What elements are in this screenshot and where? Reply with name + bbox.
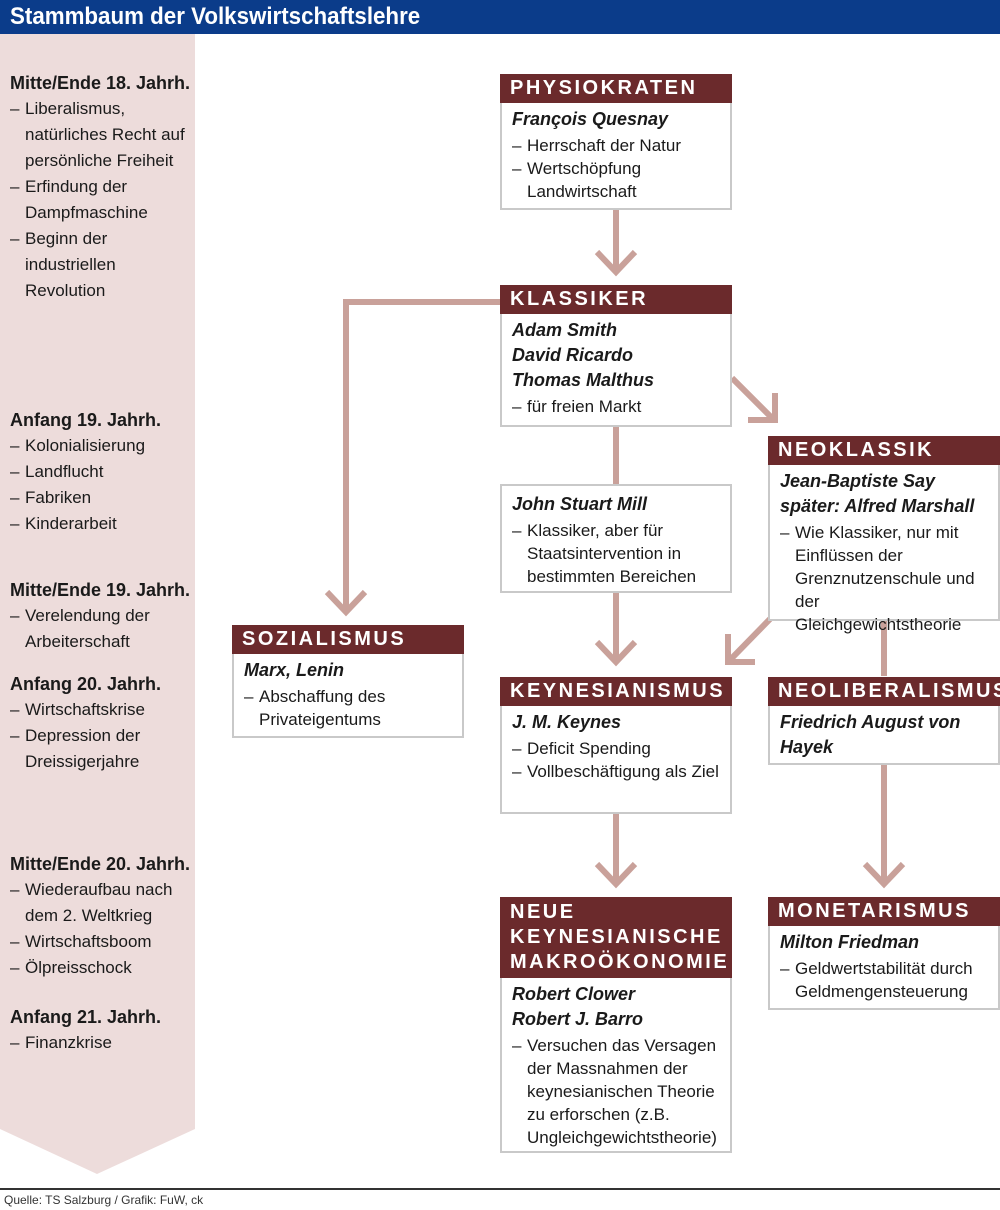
school-header: KEYNESIANISMUS bbox=[500, 677, 732, 706]
arrowhead bbox=[862, 861, 906, 889]
school-point: Geldwertstabilität durch Geldmengensteue… bbox=[780, 957, 988, 1003]
school-box-keynesianismus: KEYNESIANISMUS J. M. Keynes Deficit Spen… bbox=[500, 677, 732, 814]
school-box-mill: John Stuart Mill Klassiker, aber für Sta… bbox=[500, 484, 732, 593]
person-name: Adam Smith bbox=[512, 320, 618, 340]
school-header: MONETARISMUS bbox=[768, 897, 1000, 926]
school-point: Deficit Spending bbox=[512, 737, 720, 760]
school-point: Versuchen das Versagen der Massnahmen de… bbox=[512, 1034, 720, 1149]
school-header: NEOKLASSIK bbox=[768, 436, 1000, 465]
arrowhead bbox=[725, 634, 755, 665]
era-title: Anfang 21. Jahrh. bbox=[10, 1007, 162, 1027]
school-header: NEUE KEYNESIANISCHE MAKROÖKONOMIE bbox=[500, 897, 732, 978]
era-item: Fabriken bbox=[10, 485, 195, 511]
school-header: NEOLIBERALISMUS bbox=[768, 677, 1000, 706]
school-box-physiokraten: PHYSIOKRATEN François Quesnay Herrschaft… bbox=[500, 74, 732, 210]
era-item: Wiederaufbau nach dem 2. Weltkrieg bbox=[10, 877, 195, 929]
arrowhead bbox=[324, 589, 368, 617]
person-name: J. M. Keynes bbox=[512, 712, 622, 732]
arrow-klassiker-neoklassik bbox=[729, 375, 775, 421]
era-early-19th: Anfang 19. Jahrh. Kolonialisierung Landf… bbox=[10, 407, 195, 537]
source-credit: Quelle: TS Salzburg / Grafik: FuW, ck bbox=[4, 1193, 204, 1207]
era-item: Wirtschaftsboom bbox=[10, 929, 195, 955]
era-item: Kolonialisierung bbox=[10, 433, 195, 459]
person-name: Friedrich August von Hayek bbox=[780, 712, 961, 757]
era-item: Beginn der industriellen Revolution bbox=[10, 226, 195, 304]
era-title: Anfang 20. Jahrh. bbox=[10, 674, 162, 694]
era-item: Finanzkrise bbox=[10, 1030, 195, 1056]
arrowhead bbox=[748, 393, 778, 423]
school-header: SOZIALISMUS bbox=[232, 625, 464, 654]
era-item: Kinderarbeit bbox=[10, 511, 195, 537]
arrowhead bbox=[594, 861, 638, 889]
era-item: Erfindung der Dampfmaschine bbox=[10, 174, 195, 226]
school-point: Wertschöpfung Landwirtschaft bbox=[512, 157, 720, 203]
era-item: Ölpreisschock bbox=[10, 955, 195, 981]
era-item: Liberalismus, natürliches Recht auf pers… bbox=[10, 96, 195, 174]
era-title: Mitte/Ende 19. Jahrh. bbox=[10, 580, 191, 600]
footer-divider bbox=[0, 1188, 1000, 1190]
page-title: Stammbaum der Volkswirtschaftslehre bbox=[10, 3, 421, 30]
school-header-line: KEYNESIANISCHE bbox=[510, 926, 723, 948]
era-title: Anfang 19. Jahrh. bbox=[10, 410, 162, 430]
person-name: Jean-Baptiste Say bbox=[780, 471, 936, 491]
person-name: Thomas Malthus bbox=[512, 370, 655, 390]
era-title: Mitte/Ende 18. Jahrh. bbox=[10, 73, 191, 93]
era-item: Verelendung der Arbeiterschaft bbox=[10, 603, 195, 655]
person-name: David Ricardo bbox=[512, 345, 634, 365]
school-box-klassiker: KLASSIKER Adam Smith David Ricardo Thoma… bbox=[500, 285, 732, 427]
era-mid-late-19th: Mitte/Ende 19. Jahrh. Verelendung der Ar… bbox=[10, 577, 195, 655]
arrowhead bbox=[594, 249, 638, 277]
school-point: für freien Markt bbox=[512, 395, 720, 418]
school-box-neue-keynesianische-makrooekonomie: NEUE KEYNESIANISCHE MAKROÖKONOMIE Robert… bbox=[500, 897, 732, 1153]
school-box-neoklassik: NEOKLASSIK Jean-Baptiste Say später: Alf… bbox=[768, 436, 1000, 634]
person-name: Milton Friedman bbox=[780, 932, 919, 952]
school-header-line: MAKROÖKONOMIE bbox=[510, 951, 730, 973]
school-point: Wie Klassiker, nur mit Einflüssen der Gr… bbox=[780, 521, 988, 636]
person-name: John Stuart Mill bbox=[512, 494, 647, 514]
school-box-sozialismus: SOZIALISMUS Marx, Lenin Abschaffung des … bbox=[232, 625, 464, 738]
person-name: Robert J. Barro bbox=[512, 1009, 644, 1029]
arrow-klassiker-sozialismus bbox=[343, 299, 502, 610]
school-header: PHYSIOKRATEN bbox=[500, 74, 732, 103]
era-title: Mitte/Ende 20. Jahrh. bbox=[10, 854, 191, 874]
era-early-21st: Anfang 21. Jahrh. Finanzkrise bbox=[10, 1004, 195, 1056]
arrowhead bbox=[594, 639, 638, 667]
era-mid-late-18th: Mitte/Ende 18. Jahrh. Liberalismus, natü… bbox=[10, 70, 195, 304]
school-point: Vollbeschäftigung als Ziel bbox=[512, 760, 720, 783]
school-header-line: NEUE bbox=[510, 901, 576, 923]
era-early-20th: Anfang 20. Jahrh. Wirtschaftskrise Depre… bbox=[10, 671, 195, 775]
person-name: später: Alfred Marshall bbox=[780, 496, 975, 516]
school-box-neoliberalismus: NEOLIBERALISMUS Friedrich August von Hay… bbox=[768, 677, 1000, 765]
person-name: Robert Clower bbox=[512, 984, 636, 1004]
school-header: KLASSIKER bbox=[500, 285, 732, 314]
era-item: Landflucht bbox=[10, 459, 195, 485]
school-point: Klassiker, aber für Staatsintervention i… bbox=[512, 519, 720, 588]
era-item: Wirtschaftskrise bbox=[10, 697, 195, 723]
arrow-neoklassik-keynesianismus bbox=[727, 616, 773, 663]
person-name: Marx, Lenin bbox=[244, 660, 345, 680]
school-point: Abschaffung des Privateigentums bbox=[244, 685, 452, 731]
era-item: Depression der Dreissigerjahre bbox=[10, 723, 195, 775]
school-box-monetarismus: MONETARISMUS Milton Friedman Geldwertsta… bbox=[768, 897, 1000, 1010]
school-point: Herrschaft der Natur bbox=[512, 134, 720, 157]
person-name: François Quesnay bbox=[512, 109, 669, 129]
title-bar: Stammbaum der Volkswirtschaftslehre bbox=[0, 0, 1000, 34]
era-mid-late-20th: Mitte/Ende 20. Jahrh. Wiederaufbau nach … bbox=[10, 851, 195, 981]
